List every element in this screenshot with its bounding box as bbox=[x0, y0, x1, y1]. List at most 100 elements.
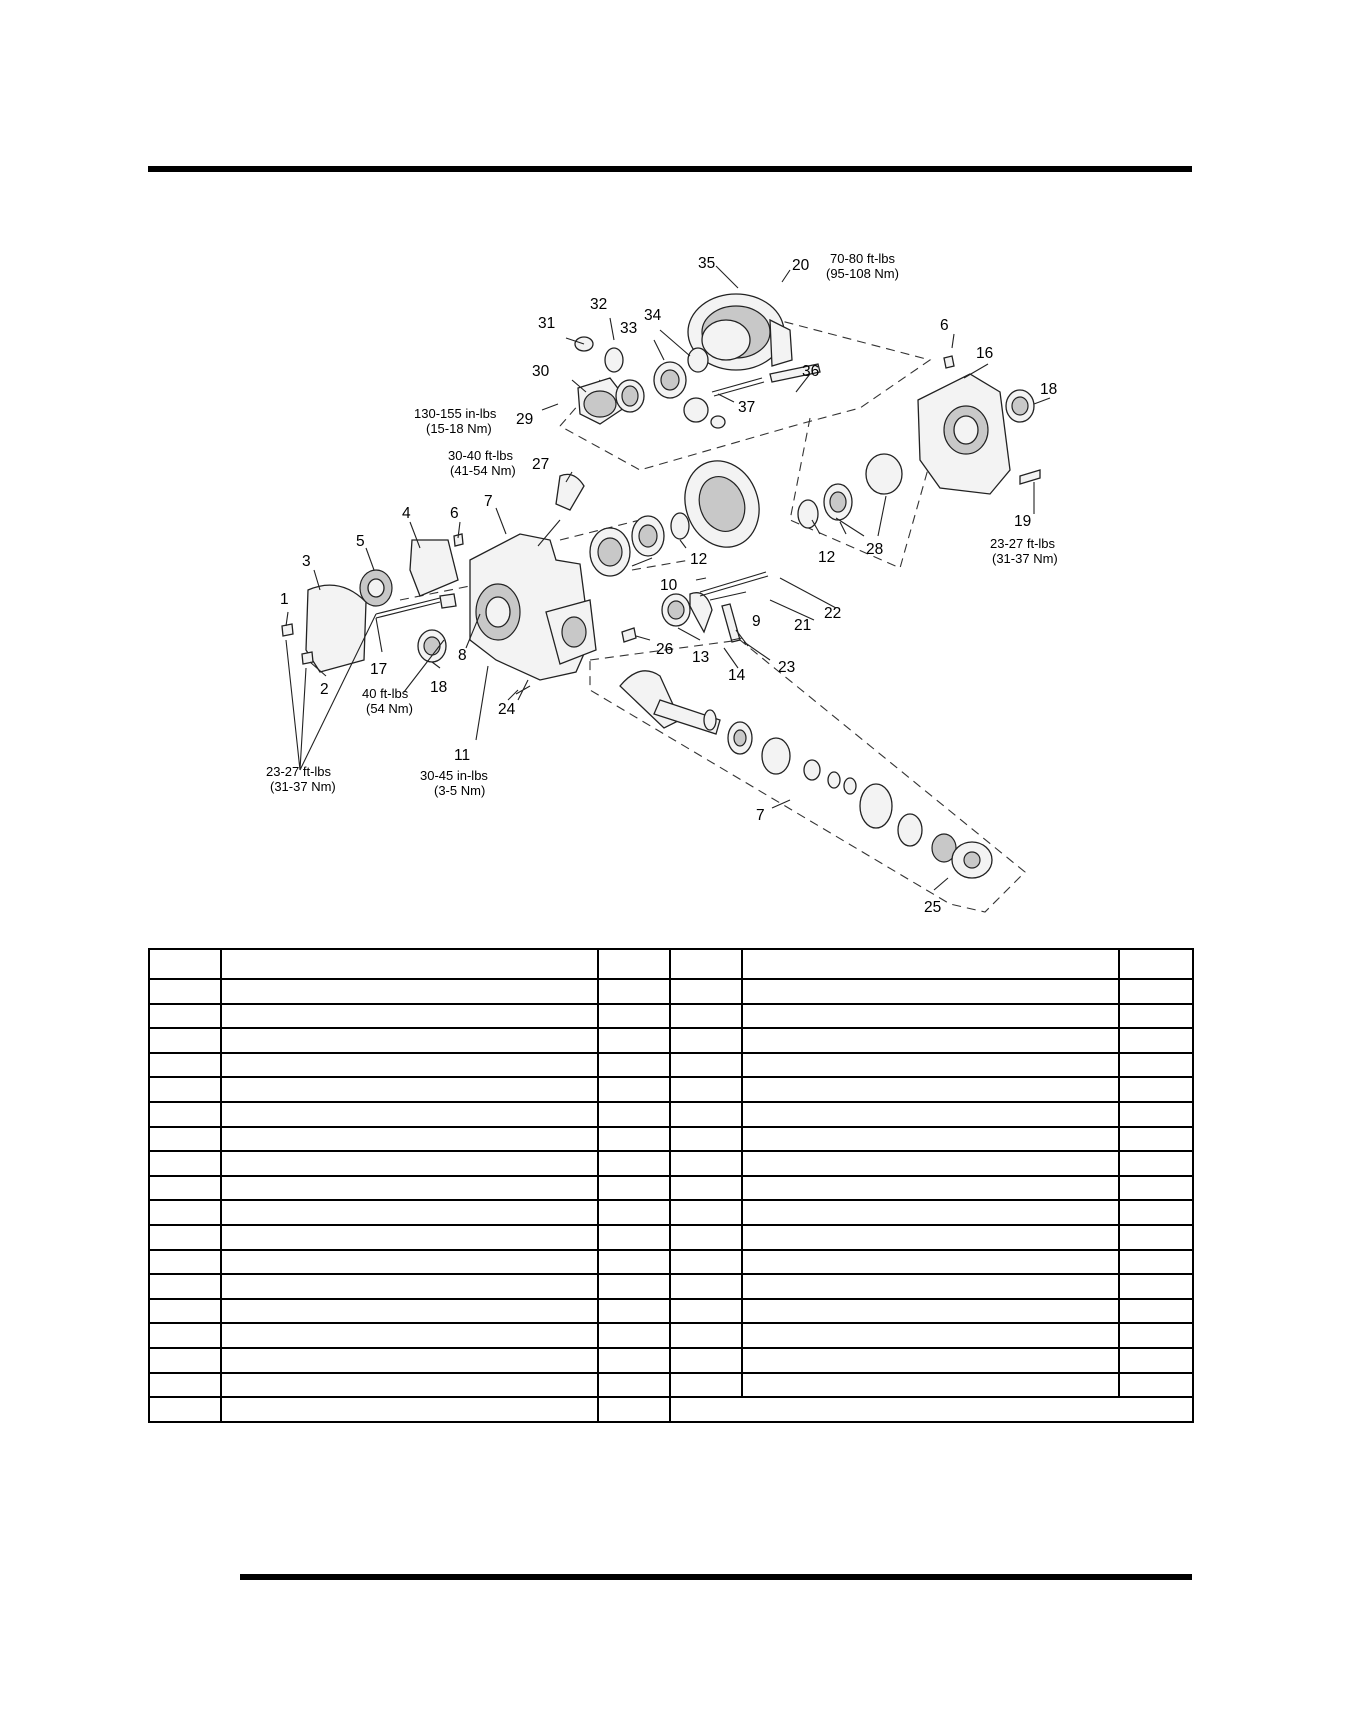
callout: 10 bbox=[660, 577, 678, 594]
callout: 29 bbox=[516, 411, 533, 428]
table-cell bbox=[220, 1051, 599, 1079]
table-cell bbox=[741, 1371, 1120, 1399]
table-cell bbox=[597, 948, 671, 980]
table-cell bbox=[220, 1297, 599, 1325]
table-cell bbox=[220, 1100, 599, 1128]
callout: 14 bbox=[728, 667, 746, 684]
table-cell bbox=[741, 1125, 1120, 1153]
table-cell bbox=[1118, 978, 1194, 1005]
parts-table bbox=[148, 948, 1194, 1423]
table-row bbox=[148, 1223, 1194, 1251]
table-row bbox=[148, 1248, 1194, 1276]
table-cell bbox=[1118, 948, 1194, 980]
table-cell bbox=[1118, 1273, 1194, 1300]
table-cell bbox=[148, 1371, 222, 1399]
side-cover-group bbox=[917, 355, 1041, 495]
leader-lines bbox=[285, 265, 1051, 891]
callout: 4 bbox=[402, 505, 411, 522]
callout: 9 bbox=[752, 613, 761, 630]
callout: 5 bbox=[356, 533, 365, 550]
table-cell bbox=[148, 1027, 222, 1054]
table-cell bbox=[669, 978, 743, 1005]
table-cell bbox=[1118, 1297, 1194, 1325]
table-row bbox=[148, 1125, 1194, 1153]
table-cell bbox=[669, 1150, 743, 1177]
bracket-group bbox=[281, 533, 464, 673]
pinion-group bbox=[515, 670, 993, 879]
table-cell bbox=[669, 1248, 743, 1276]
table-cell bbox=[597, 1199, 671, 1226]
table-cell bbox=[741, 1002, 1120, 1030]
callout: 24 bbox=[498, 701, 516, 718]
table-cell bbox=[148, 1076, 222, 1103]
table-cell bbox=[220, 1223, 599, 1251]
table-cell bbox=[148, 1322, 222, 1349]
table-cell bbox=[148, 1002, 222, 1030]
table-cell bbox=[220, 1371, 599, 1399]
bottom-rule bbox=[240, 1574, 1192, 1580]
callout: 18 bbox=[1040, 381, 1057, 398]
table-cell bbox=[597, 1371, 671, 1399]
table-row bbox=[148, 1076, 1194, 1103]
callout: 7 bbox=[484, 493, 493, 510]
table-cell bbox=[597, 1273, 671, 1300]
table-cell bbox=[741, 1322, 1120, 1349]
table-cell bbox=[220, 948, 599, 980]
callout: 32 bbox=[590, 296, 607, 313]
callout: 36 bbox=[802, 363, 819, 380]
table-cell bbox=[741, 1076, 1120, 1103]
table-cell bbox=[597, 1297, 671, 1325]
table-row bbox=[148, 1150, 1194, 1177]
table-cell bbox=[741, 948, 1120, 980]
torque-spec-11-line2: (3-5 Nm) bbox=[434, 783, 485, 798]
table-cell bbox=[148, 1396, 222, 1423]
table-cell bbox=[741, 1051, 1120, 1079]
table-cell bbox=[669, 1199, 743, 1226]
table-cell bbox=[741, 1027, 1120, 1054]
table-cell bbox=[220, 1076, 599, 1103]
callout: 8 bbox=[458, 647, 467, 664]
callout: 30 bbox=[532, 363, 550, 380]
table-cell bbox=[669, 1174, 743, 1202]
table-cell bbox=[741, 1346, 1120, 1374]
callout: 17 bbox=[370, 661, 387, 678]
table-cell bbox=[741, 1100, 1120, 1128]
torque-spec-19-line2: (31-37 Nm) bbox=[992, 551, 1058, 566]
table-cell bbox=[597, 1322, 671, 1349]
table-cell bbox=[220, 1125, 599, 1153]
table-cell bbox=[148, 1248, 222, 1276]
table-cell bbox=[220, 1396, 599, 1423]
table-cell bbox=[669, 1371, 743, 1399]
table-cell bbox=[669, 1322, 743, 1349]
table-cell bbox=[669, 1002, 743, 1030]
callout: 6 bbox=[450, 505, 459, 522]
table-cell bbox=[1118, 1002, 1194, 1030]
table-cell bbox=[1118, 1223, 1194, 1251]
table-cell bbox=[220, 1002, 599, 1030]
table-cell bbox=[220, 1322, 599, 1349]
callout: 33 bbox=[620, 320, 637, 337]
table-cell bbox=[597, 1100, 671, 1128]
table-header-row bbox=[148, 948, 1194, 980]
table-row bbox=[148, 1371, 1194, 1399]
table-cell bbox=[669, 948, 743, 980]
table-cell bbox=[669, 1223, 743, 1251]
table-cell bbox=[148, 1051, 222, 1079]
torque-spec-29-line2: (15-18 Nm) bbox=[426, 421, 492, 436]
callout: 1 bbox=[280, 591, 289, 608]
table-cell bbox=[669, 1100, 743, 1128]
table-cell bbox=[220, 1273, 599, 1300]
table-cell bbox=[148, 1273, 222, 1300]
callout: 2 bbox=[320, 681, 329, 698]
housing-group bbox=[417, 473, 637, 681]
callout: 34 bbox=[644, 307, 662, 324]
callout: 23 bbox=[778, 659, 795, 676]
callout: 21 bbox=[794, 617, 811, 634]
table-cell bbox=[1118, 1125, 1194, 1153]
torque-spec-11-line1: 30-45 in-lbs bbox=[420, 768, 488, 783]
table-cell bbox=[1118, 1371, 1194, 1399]
table-row bbox=[148, 1346, 1194, 1374]
torque-spec-18-line1: 40 ft-lbs bbox=[362, 686, 409, 701]
table-cell bbox=[597, 1027, 671, 1054]
torque-spec-19-line1: 23-27 ft-lbs bbox=[990, 536, 1056, 551]
